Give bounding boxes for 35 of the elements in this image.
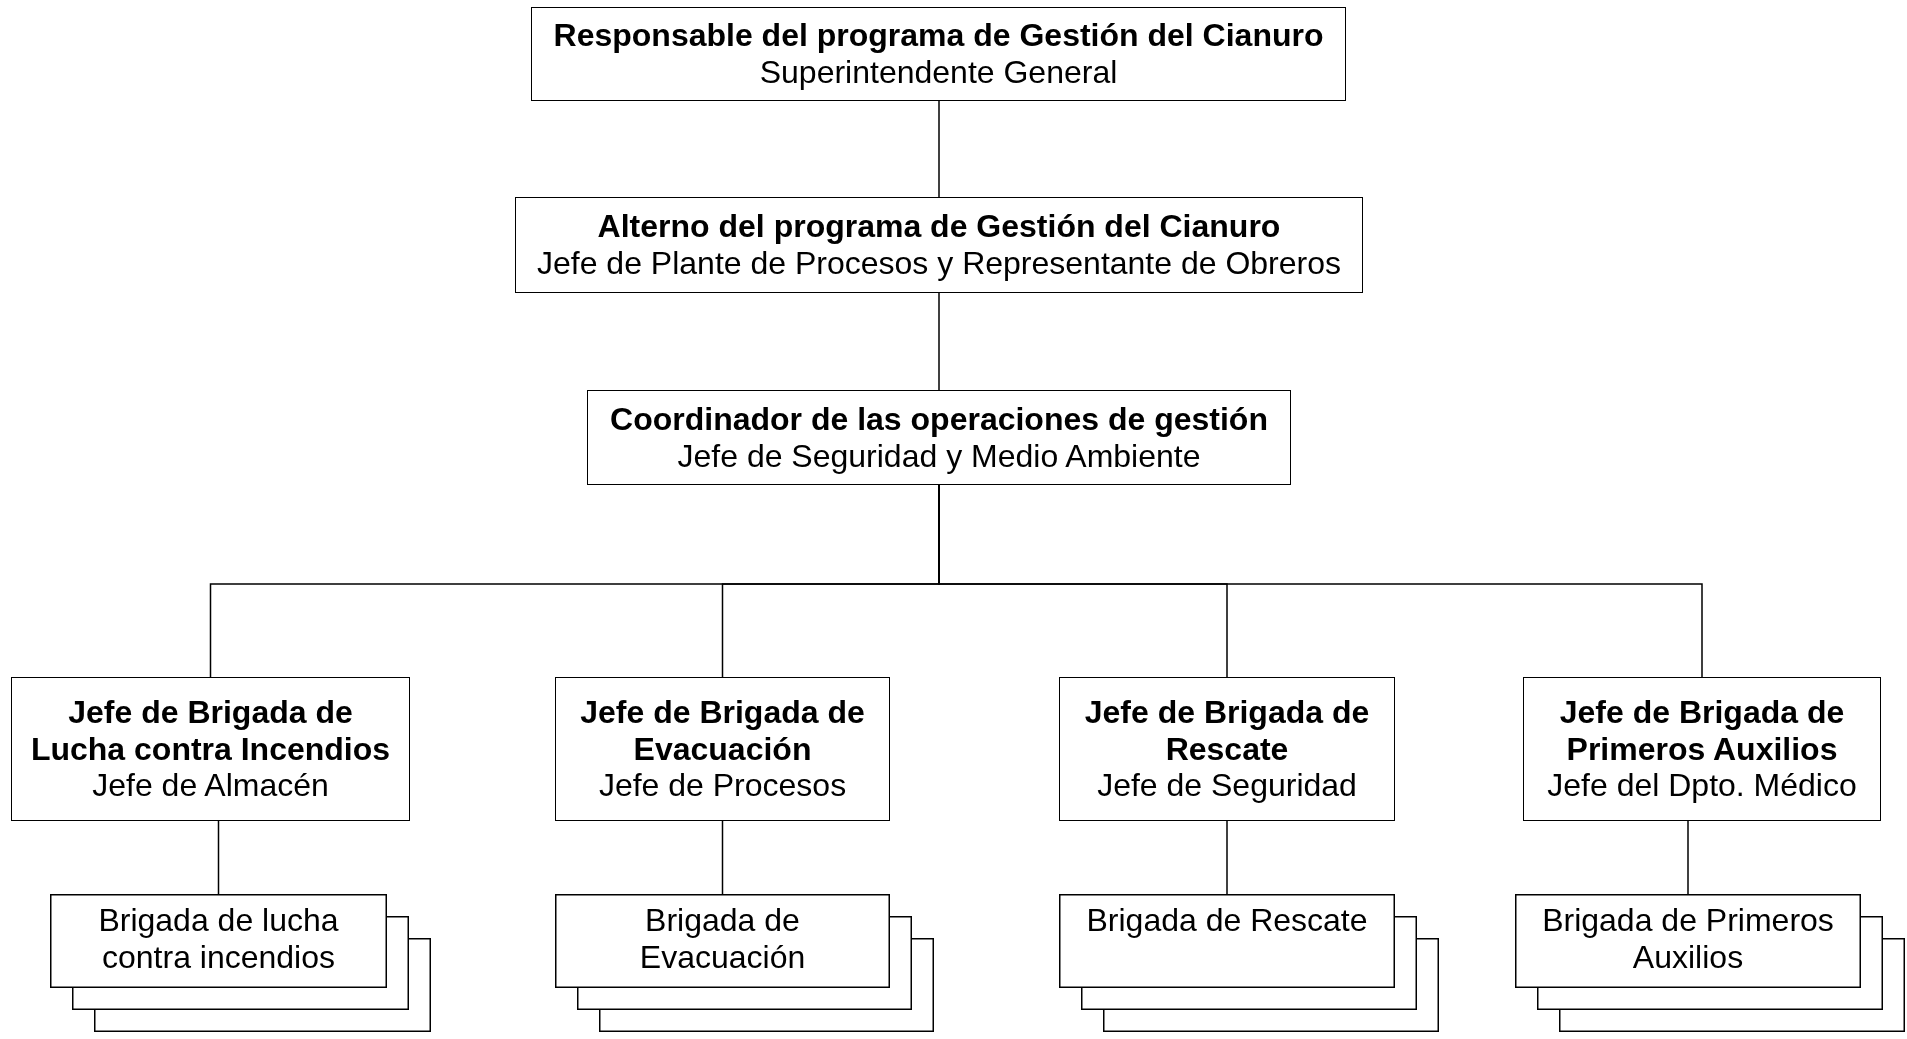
- role-box: [11, 677, 410, 821]
- role-title: Jefe de Brigada de Evacuación: [579, 693, 866, 768]
- stacked-box: [50, 894, 431, 1032]
- stacked-box: [1515, 894, 1905, 1032]
- stacked-box: [1059, 894, 1439, 1032]
- role-title: Jefe de Brigada de Rescate: [1083, 693, 1371, 768]
- role-box: [515, 197, 1363, 293]
- stacked-box: [555, 894, 934, 1032]
- role-holder: Jefe de Procesos: [598, 767, 847, 805]
- role-title: Responsable del programa de Gestión del Cianuro: [553, 17, 1324, 54]
- role-title: Alterno del programa de Gestión del Cianuro: [597, 208, 1281, 245]
- role-holder: Brigada de Rescate: [1085, 902, 1369, 939]
- role-title: Jefe de Brigada de Lucha contra Incendios: [29, 693, 392, 768]
- role-box: [555, 677, 890, 821]
- connector-line: [721, 820, 724, 895]
- role-box: [1059, 677, 1395, 821]
- role-holder: Jefe de Plante de Procesos y Representante de Obreros: [537, 245, 1341, 282]
- connector-line: [1687, 820, 1689, 895]
- role-box: [531, 7, 1346, 101]
- role-title: Jefe de Brigada de Primeros Auxilios: [1558, 693, 1846, 768]
- role-holder: Jefe de Seguridad y Medio Ambiente: [677, 437, 1201, 475]
- role-holder: Brigada de lucha contra incendios: [97, 902, 340, 976]
- connector-line: [938, 100, 940, 198]
- role-title: Coordinador de las operaciones de gestión: [610, 400, 1268, 438]
- role-holder: Brigada de Evacuación: [638, 902, 807, 976]
- role-holder: Brigada de Primeros Auxilios: [1541, 902, 1835, 976]
- role-holder: Jefe de Almacén: [92, 767, 329, 805]
- connector-line: [938, 292, 940, 391]
- role-box: [1523, 677, 1881, 821]
- connector-line: [1226, 820, 1228, 895]
- role-holder: Jefe del Dpto. Médico: [1547, 767, 1857, 805]
- connector-line: [217, 820, 220, 895]
- role-holder: Superintendente General: [759, 54, 1118, 91]
- role-box: [587, 390, 1291, 485]
- role-holder: Jefe de Seguridad: [1097, 767, 1357, 805]
